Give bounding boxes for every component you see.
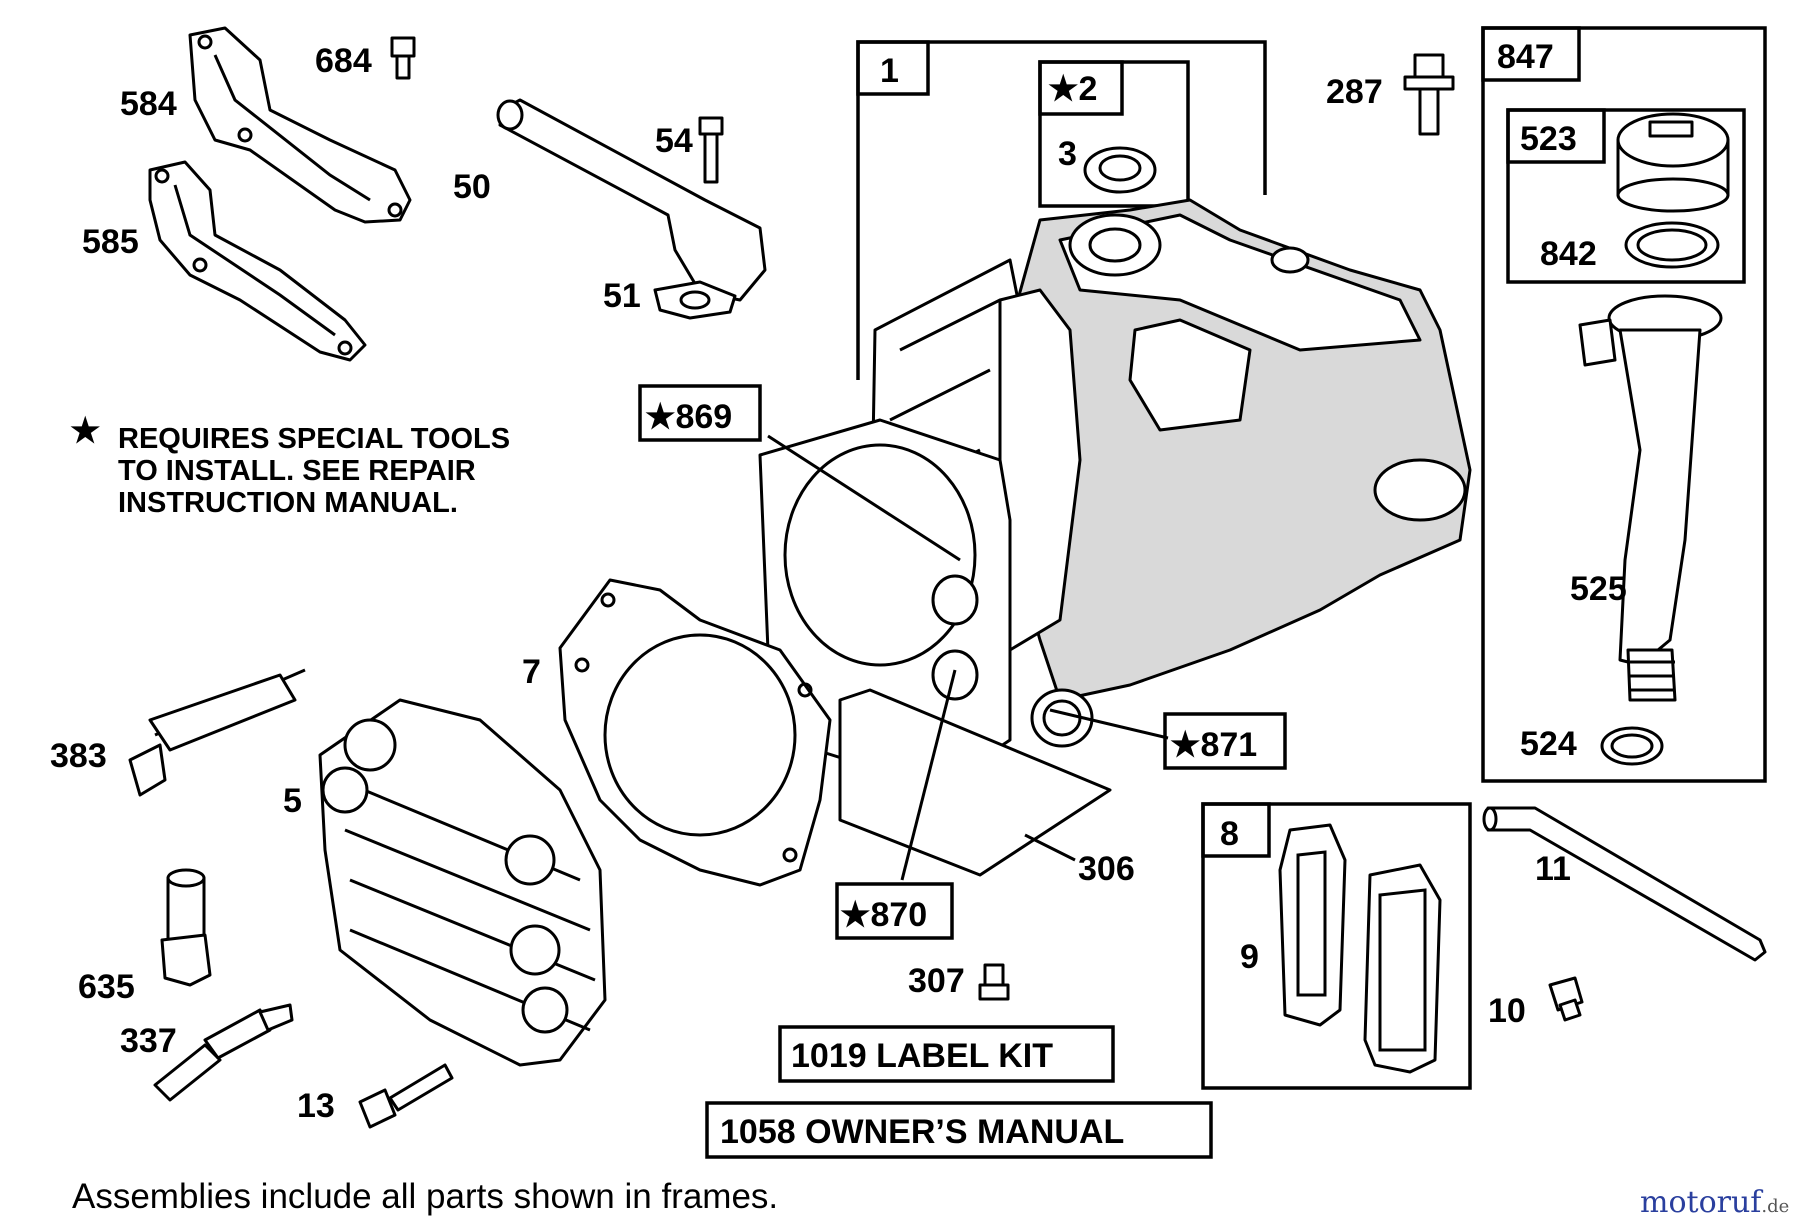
gasket-51 — [653, 280, 737, 320]
label-306: 306 — [1078, 850, 1135, 888]
tube-11 — [1482, 806, 1767, 962]
label-kit-box — [778, 1025, 1115, 1083]
label-50: 50 — [453, 168, 491, 206]
label-524: 524 — [1520, 725, 1577, 763]
label-10: 10 — [1488, 992, 1526, 1030]
label-287: 287 — [1326, 73, 1383, 111]
gasket-585 — [148, 160, 367, 362]
label-584: 584 — [120, 85, 177, 123]
label-337: 337 — [120, 1022, 177, 1060]
label-3: 3 — [1058, 135, 1077, 173]
dipstick-tube-525 — [1578, 294, 1723, 702]
seal-3 — [1083, 146, 1157, 194]
breather-tube-50 — [496, 98, 767, 302]
bolt-13 — [358, 1063, 454, 1129]
label-9: 9 — [1240, 938, 1259, 976]
label-585: 585 — [82, 223, 139, 261]
frame-869 — [638, 384, 762, 442]
frame-8-tag — [1201, 802, 1271, 858]
frame-523-tag — [1506, 108, 1606, 164]
watermark-suffix: .de — [1761, 1196, 1789, 1217]
watermark-text: motoruf — [1640, 1185, 1763, 1220]
owners-manual-box — [705, 1101, 1213, 1159]
plate-306 — [838, 688, 1112, 877]
frame-1-tag — [856, 40, 930, 96]
label-307: 307 — [908, 962, 965, 1000]
bolt-54 — [698, 116, 724, 184]
svg-text:motoruf.de: motoruf.de — [1640, 1185, 1789, 1220]
label-2: ★2 — [1048, 70, 1097, 108]
label-871: ★871 — [1170, 726, 1257, 764]
label-635: 635 — [78, 968, 135, 1006]
frame-847 — [1481, 26, 1767, 783]
cylinder-head-5 — [318, 698, 607, 1067]
gasket-9 — [1278, 823, 1347, 1027]
label-525: 525 — [1570, 570, 1627, 608]
label-13: 13 — [297, 1087, 335, 1125]
label-51: 51 — [603, 277, 641, 315]
label-383: 383 — [50, 737, 107, 775]
label-869: ★869 — [645, 398, 732, 436]
frame-523 — [1506, 108, 1746, 284]
note-star: ★ — [70, 412, 100, 450]
frame-871 — [1163, 712, 1287, 770]
label-1: 1 — [880, 52, 899, 90]
fitting-10 — [1548, 976, 1584, 1022]
o-ring-842 — [1624, 221, 1720, 269]
o-ring-524 — [1600, 726, 1664, 766]
label-870: ★870 — [840, 896, 927, 934]
frame-8 — [1201, 802, 1472, 1090]
note-line-3: INSTRUCTION MANUAL. — [118, 487, 458, 519]
label-523: 523 — [1520, 120, 1577, 158]
bolt-684 — [390, 36, 416, 80]
gasket-584 — [188, 26, 412, 224]
watermark: motoruf.de — [1640, 1185, 1789, 1220]
frame-2-tag — [1038, 60, 1124, 116]
cylinder-face — [758, 418, 1094, 772]
leader-lines — [767, 434, 1169, 881]
frame-847-tag — [1481, 26, 1581, 82]
owners-manual: 1058 OWNER’S MANUAL — [720, 1113, 1124, 1151]
note-line-1: REQUIRES SPECIAL TOOLS — [118, 423, 510, 455]
bolt-307 — [978, 963, 1010, 1001]
spark-plug-337 — [153, 1003, 294, 1102]
frame-870 — [835, 882, 954, 940]
label-5: 5 — [283, 782, 302, 820]
label-684: 684 — [315, 42, 372, 80]
frame-1 — [856, 40, 1267, 380]
head-gasket-7 — [558, 578, 832, 887]
elbow-635 — [160, 868, 212, 987]
dipstick-cap-523 — [1616, 112, 1730, 213]
label-11: 11 — [1535, 850, 1571, 888]
label-847: 847 — [1497, 38, 1554, 76]
label-842: 842 — [1540, 235, 1597, 273]
footer-note: Assemblies include all parts shown in fr… — [72, 1177, 778, 1216]
note-line-2: TO INSTALL. SEE REPAIR — [118, 455, 476, 487]
label-7: 7 — [522, 653, 541, 691]
label-8: 8 — [1220, 815, 1239, 853]
tool-383 — [128, 668, 306, 797]
label-kit: 1019 LABEL KIT — [791, 1037, 1053, 1075]
bolt-287 — [1403, 53, 1455, 136]
cover-8 — [1363, 863, 1442, 1074]
label-54: 54 — [655, 122, 693, 160]
